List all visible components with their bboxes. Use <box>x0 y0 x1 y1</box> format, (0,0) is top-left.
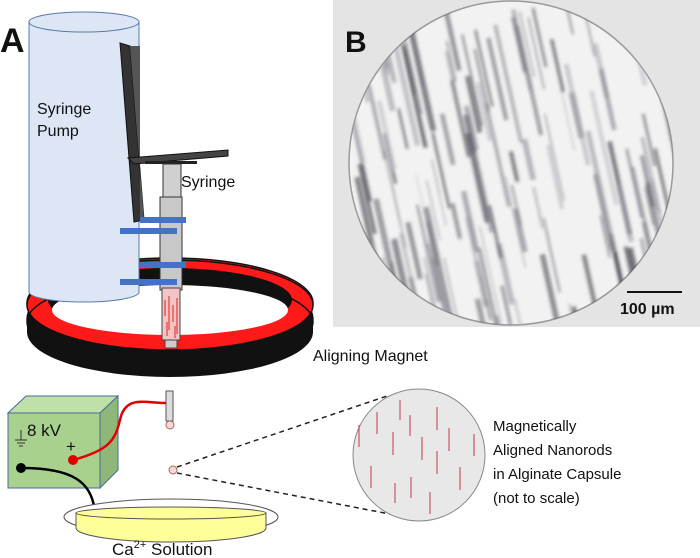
zoom-line-top <box>176 394 391 468</box>
streak <box>445 40 457 82</box>
streak <box>450 202 463 240</box>
streak <box>527 17 545 90</box>
streak <box>401 30 423 115</box>
panel-label-a: A <box>0 22 25 60</box>
streak <box>397 108 409 150</box>
syringe-pump-label-line2: Pump <box>37 123 79 140</box>
streak <box>599 215 611 258</box>
inset-label-line2: Aligned Nanorods <box>493 442 612 459</box>
streak <box>439 113 456 166</box>
streak <box>513 298 537 325</box>
streak <box>427 238 450 325</box>
streak <box>500 285 513 325</box>
aligning-magnet-label: Aligning Magnet <box>313 348 428 365</box>
inset-label-line1: Magnetically <box>493 418 577 435</box>
streak <box>424 243 443 303</box>
positive-terminal <box>68 455 78 465</box>
streak <box>625 148 644 219</box>
inset-label-line3: in Alginate Capsule <box>493 466 621 483</box>
streak <box>653 148 673 257</box>
panel-label-b: B <box>345 26 367 59</box>
streak <box>425 180 441 241</box>
syringe-pump-label-line1: Syringe <box>37 101 91 118</box>
voltage-label: 8 kV <box>27 421 62 440</box>
streak <box>563 63 591 166</box>
streak <box>460 190 480 253</box>
streak <box>473 48 490 112</box>
streak <box>461 34 484 127</box>
streak <box>582 317 604 325</box>
ground-symbol <box>15 430 27 447</box>
streak <box>431 132 451 209</box>
streak <box>486 37 509 121</box>
streak <box>357 163 377 235</box>
scale-bar-label: 100 µm <box>620 301 675 318</box>
streak <box>377 100 397 171</box>
streak <box>504 176 527 268</box>
streak <box>475 81 494 142</box>
streak <box>512 208 528 253</box>
streak <box>438 194 448 226</box>
streak <box>532 186 545 229</box>
streak <box>464 75 483 134</box>
streak <box>544 113 565 201</box>
inset-capsule <box>352 388 486 522</box>
streak <box>644 187 655 226</box>
streak <box>484 102 511 207</box>
streak <box>423 206 453 318</box>
syringe-label: Syringe <box>181 174 235 191</box>
streak <box>445 51 457 95</box>
streak <box>549 38 565 93</box>
syringe <box>159 163 183 349</box>
streak <box>589 90 619 206</box>
streak <box>495 315 509 325</box>
positive-terminal-label: + <box>66 437 76 456</box>
streak <box>366 84 387 160</box>
syringe-pump <box>28 11 140 303</box>
streak <box>585 130 615 241</box>
droplet <box>165 420 175 430</box>
streak <box>443 257 465 325</box>
streak <box>391 38 421 147</box>
streak <box>610 327 619 367</box>
pusher-arm <box>119 42 229 223</box>
inset-nanorods <box>358 400 475 514</box>
streak <box>493 24 523 143</box>
streak <box>521 138 536 181</box>
streak <box>598 68 617 131</box>
streak <box>518 11 536 77</box>
streak <box>415 204 428 246</box>
streak <box>477 247 503 325</box>
falling-droplet <box>168 465 178 475</box>
streak <box>405 221 423 280</box>
ground-terminal <box>16 463 26 473</box>
streak <box>616 184 634 243</box>
positive-wire <box>72 400 167 462</box>
micrograph-panel: B 100 µm <box>333 0 700 367</box>
needle <box>165 390 174 422</box>
streak <box>465 132 490 223</box>
streak <box>487 205 503 259</box>
zoom-line-bottom <box>176 472 396 516</box>
syringe-clamps <box>120 217 186 285</box>
streak <box>400 43 428 149</box>
streak <box>474 298 501 325</box>
streak <box>431 159 441 196</box>
inset-label-line4: (not to scale) <box>493 490 580 507</box>
solution-label: Ca2+ Solution <box>112 539 212 558</box>
streak <box>508 150 520 183</box>
streak <box>546 144 565 210</box>
streak <box>539 253 571 325</box>
streak <box>474 29 494 107</box>
streak <box>423 257 446 325</box>
streak <box>511 9 534 91</box>
streak <box>478 226 503 323</box>
streak <box>560 88 576 151</box>
streak <box>383 149 407 248</box>
streak <box>542 217 561 293</box>
petri-dish <box>63 498 279 543</box>
streak <box>531 7 548 68</box>
streak <box>642 113 656 167</box>
